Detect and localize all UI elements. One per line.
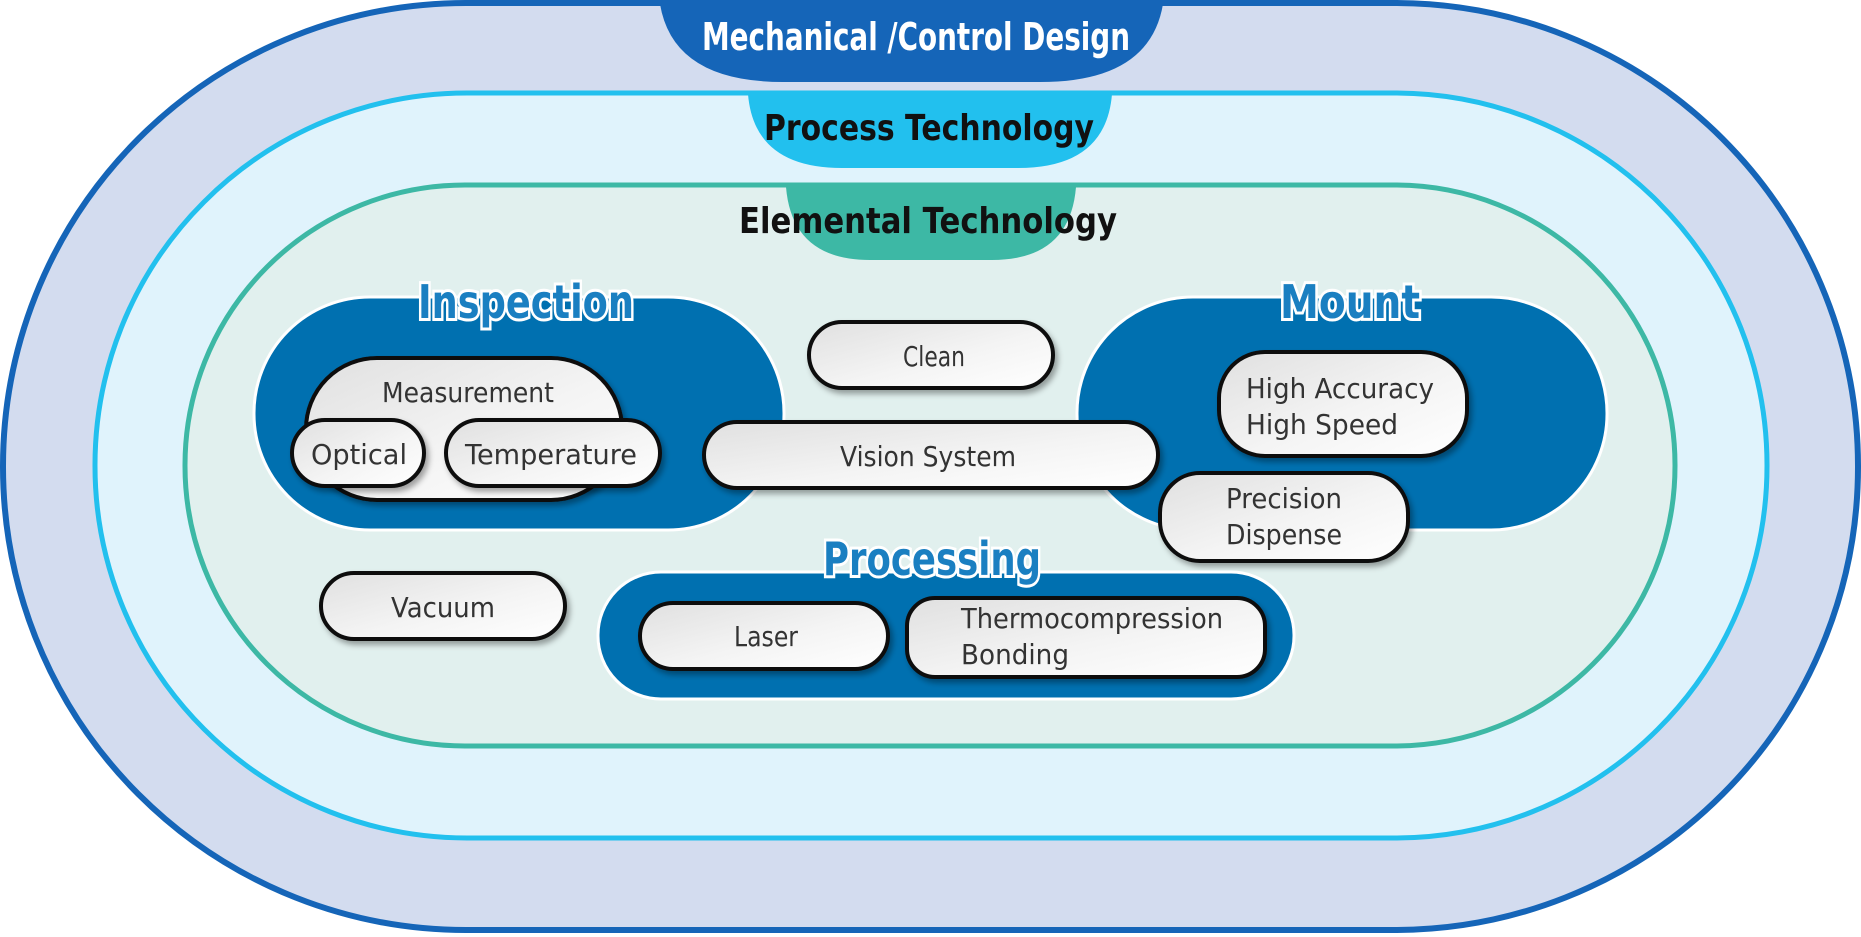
inner-layer-tab — [786, 187, 1076, 260]
vision-system-label: Vision System — [840, 440, 1016, 473]
high-accuracy-label-line1: High Accuracy — [1246, 372, 1434, 405]
outer-layer-tab — [660, 4, 1163, 82]
precision-dispense-pill — [1158, 471, 1410, 563]
temperature-label: Temperature — [464, 438, 637, 471]
inspection-title: Inspection — [418, 275, 634, 329]
optical-pill — [290, 418, 426, 488]
middle-layer-label: Process Technology — [764, 108, 1094, 149]
precision-dispense-label-line1: Precision — [1226, 482, 1342, 515]
laser-pill — [638, 601, 890, 671]
measurement-label: Measurement — [382, 376, 554, 409]
temperature-pill — [444, 418, 662, 488]
clean-pill — [807, 320, 1055, 390]
vision-system-pill — [702, 420, 1160, 490]
processing-title: Processing — [823, 532, 1041, 586]
high-accuracy-pill — [1217, 350, 1469, 458]
mount-title: Mount — [1280, 275, 1420, 329]
middle-layer-tab — [748, 94, 1112, 168]
inner-layer-label: Elemental Technology — [739, 201, 1117, 242]
clean-label: Clean — [903, 340, 965, 373]
tcb-pill — [905, 596, 1267, 679]
vacuum-pill — [319, 571, 567, 641]
outer-layer-label: Mechanical /Control Design — [702, 15, 1130, 59]
optical-label: Optical — [311, 438, 407, 471]
laser-label: Laser — [734, 620, 798, 653]
tcb-label-line1: Thermocompression — [960, 602, 1223, 635]
precision-dispense-label-line2: Dispense — [1226, 518, 1342, 551]
tcb-label-line2: Bonding — [961, 638, 1069, 671]
high-accuracy-label-line2: High Speed — [1246, 408, 1398, 441]
vacuum-label: Vacuum — [391, 591, 495, 624]
